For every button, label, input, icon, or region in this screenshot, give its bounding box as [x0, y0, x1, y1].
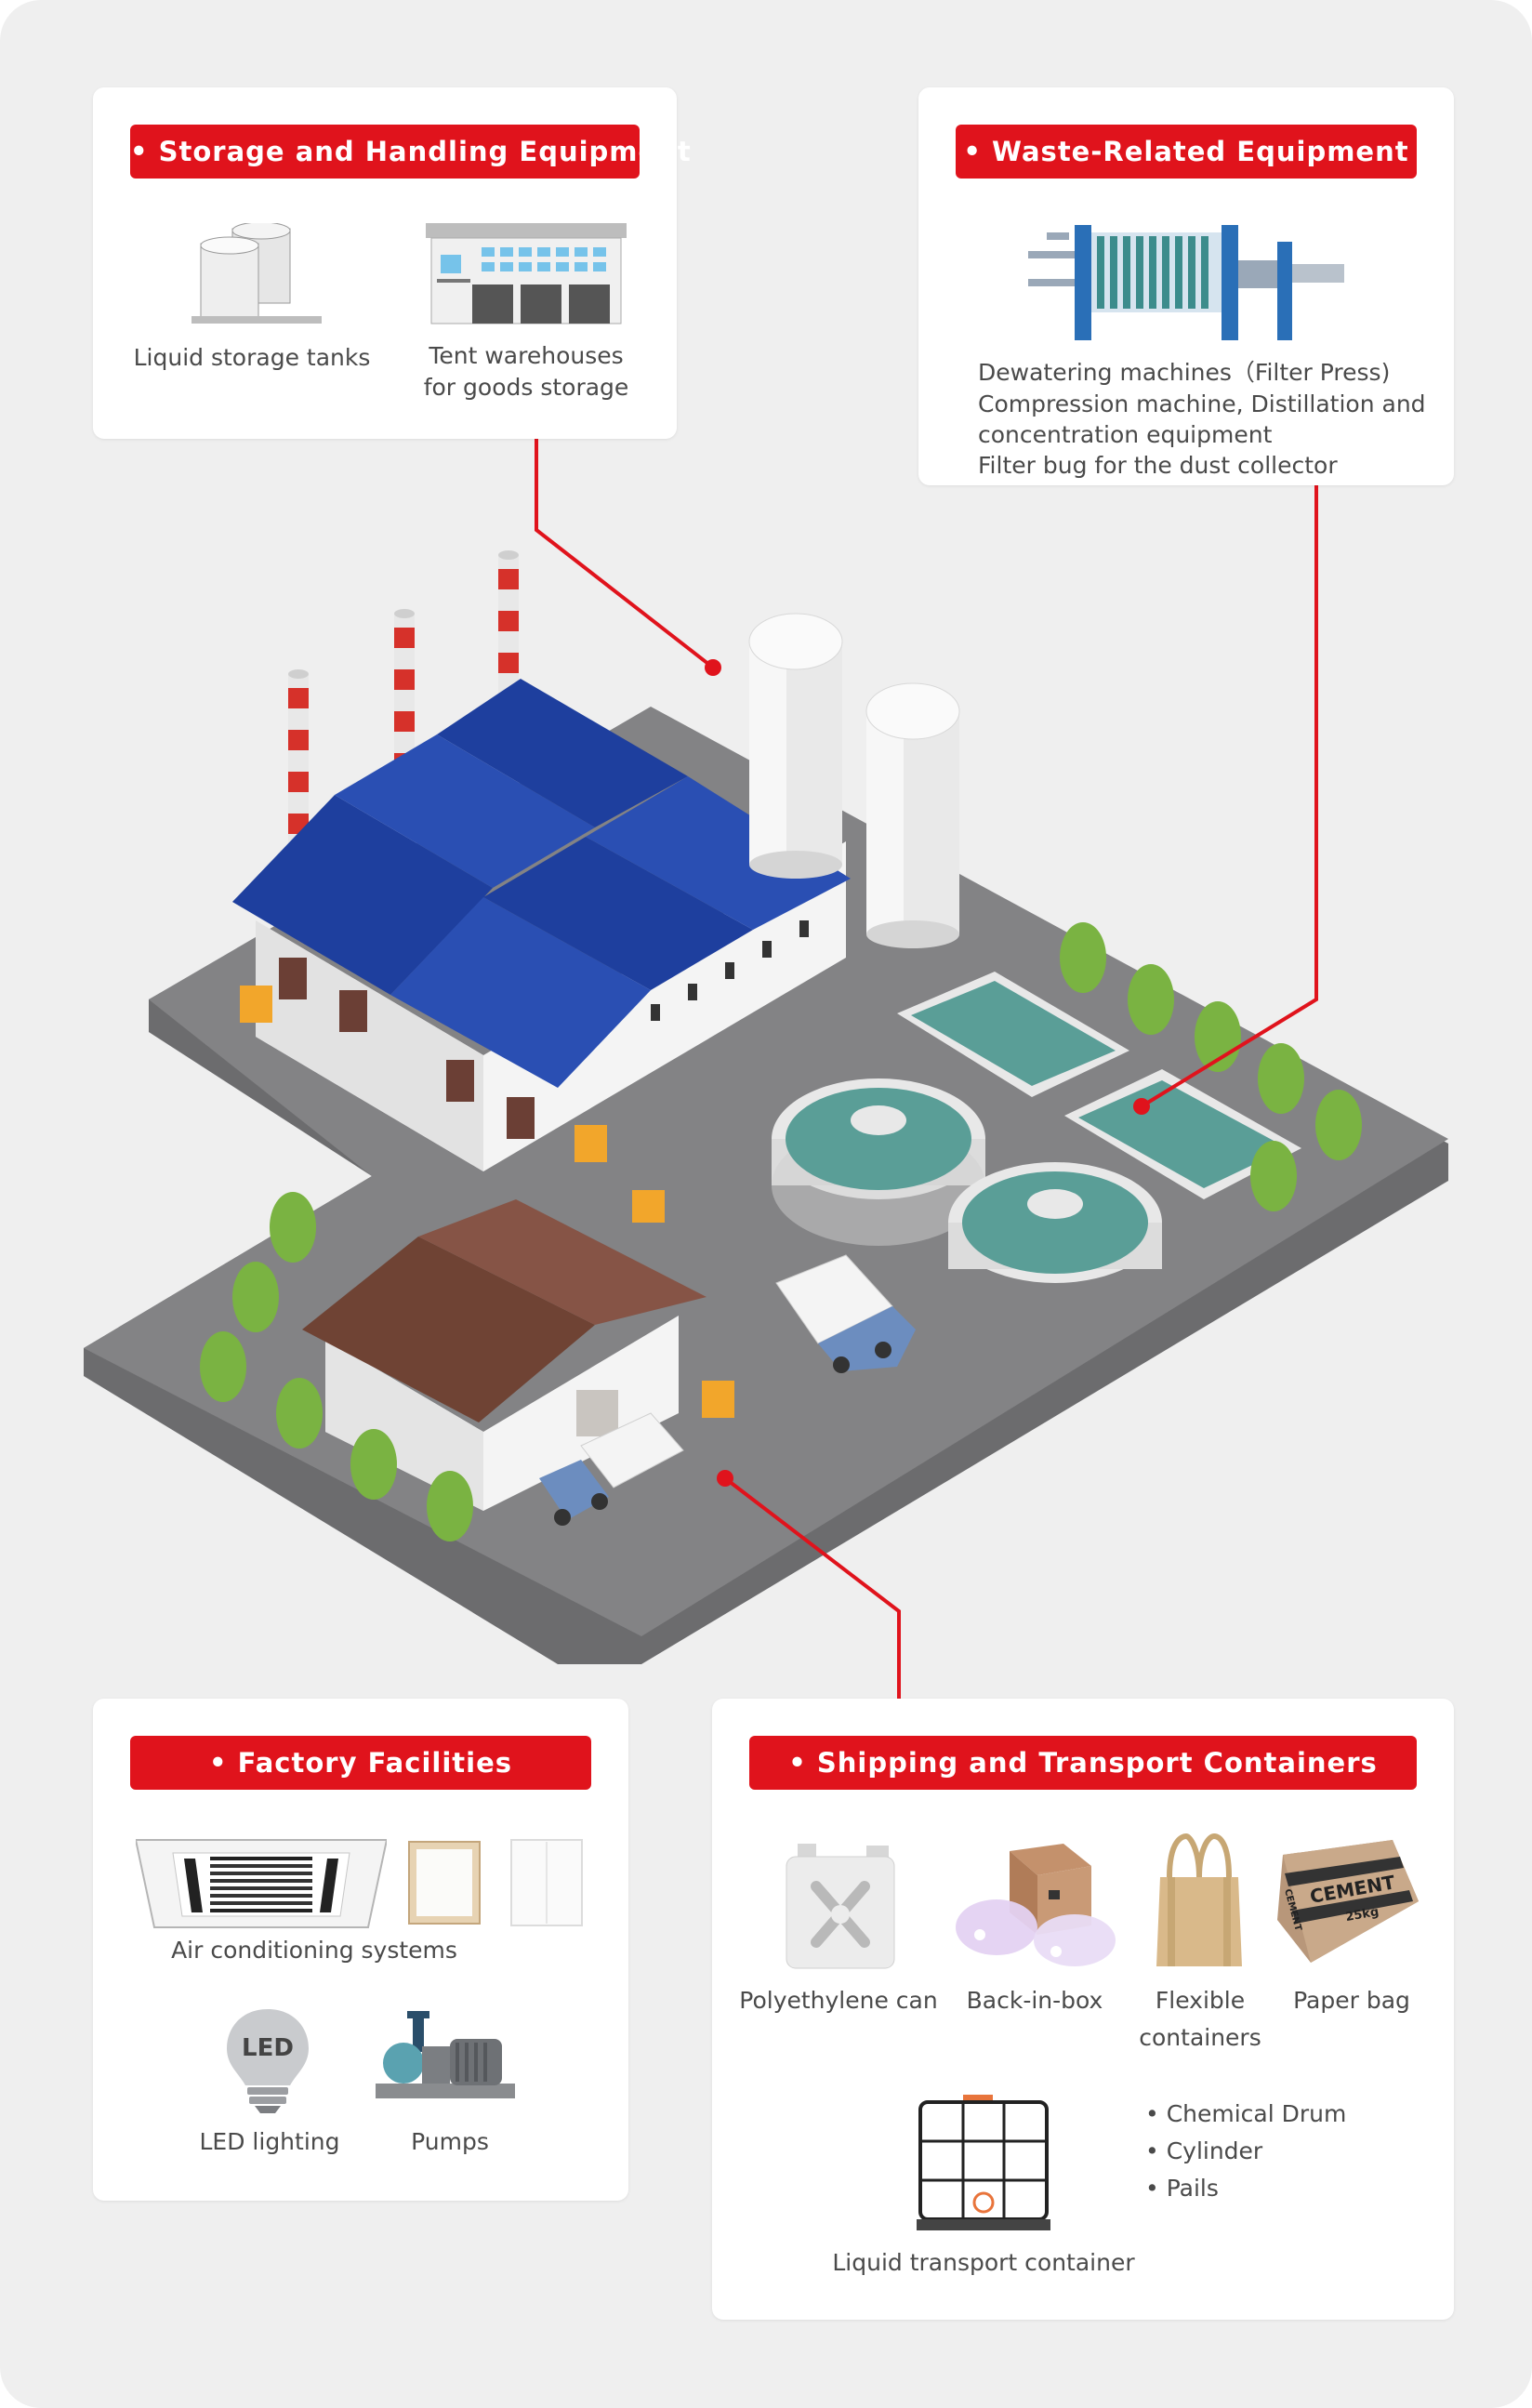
led-bulb-text: LED	[242, 2034, 294, 2062]
waste-title: • Waste-Related Equipment	[956, 125, 1417, 179]
polyethylene-can-label: Polyethylene can	[739, 1987, 938, 2014]
trees	[200, 922, 1362, 1541]
air-filter-panel-icon	[510, 1839, 583, 1926]
pump-icon	[376, 2011, 515, 2098]
liquid-storage-tanks-label: Liquid storage tanks	[133, 344, 371, 371]
led-bulb-icon: LED	[227, 2009, 309, 2113]
flexible-containers-label-line2: containers	[1139, 2024, 1261, 2051]
storage-title: • Storage and Handling Equipment	[130, 125, 691, 179]
air-conditioning-label: Air conditioning systems	[171, 1937, 457, 1964]
liquid-storage-tank-icon	[192, 223, 322, 324]
shipping-title: • Shipping and Transport Containers	[749, 1736, 1417, 1790]
tent-warehouses-label-line1: Tent warehouses	[429, 342, 624, 369]
storage-card: • Storage and Handling Equipment Liquid …	[93, 87, 691, 439]
connector-dot-waste	[1133, 1098, 1150, 1115]
waste-line-2: Compression machine, Distillation and	[978, 390, 1426, 417]
waste-line-3: concentration equipment	[978, 421, 1273, 448]
tent-warehouse-icon	[426, 223, 627, 324]
bullet-cylinder: • Cylinder	[1145, 2137, 1263, 2164]
connector-dot-shipping	[717, 1470, 733, 1487]
polyethylene-can-icon	[786, 1844, 895, 1969]
factory-title: • Factory Facilities	[130, 1736, 591, 1790]
waste-card: • Waste-Related Equipment Dewatering mac…	[918, 87, 1454, 485]
pumps-label: Pumps	[411, 2128, 489, 2155]
connector-lines	[535, 439, 1318, 1700]
shipping-card: • Shipping and Transport Containers Poly…	[712, 1699, 1454, 2320]
air-filter-frame-icon	[408, 1841, 481, 1925]
air-conditioner-icon	[136, 1839, 387, 1928]
water-treatment-tanks	[772, 972, 1301, 1283]
trucks	[539, 1254, 916, 1526]
warehouse-building	[302, 1199, 707, 1511]
flexible-containers-label-line1: Flexible	[1155, 1987, 1246, 2014]
led-lighting-label: LED lighting	[199, 2128, 340, 2155]
main-factory-building	[232, 679, 851, 1171]
tent-warehouses-label-line2: for goods storage	[423, 374, 629, 401]
filter-press-icon	[1028, 225, 1344, 340]
liquid-transport-container-icon	[917, 2095, 1050, 2230]
waste-line-4: Filter bug for the dust collector	[978, 452, 1338, 479]
factory-facilities-card: • Factory Facilities Air conditioning sy…	[93, 1699, 628, 2201]
silos	[748, 613, 960, 948]
forklifts	[240, 986, 734, 1418]
waste-line-1: Dewatering machines（Filter Press)	[978, 359, 1391, 386]
paper-bag-icon: CEMENT 25kg CEMENT	[1277, 1840, 1419, 1963]
flexible-container-icon	[1156, 1832, 1242, 1966]
paper-bag-weight: 25kg	[1344, 1905, 1380, 1925]
connector-dot-storage	[705, 659, 721, 676]
bag-in-box-label: Back-in-box	[966, 1987, 1103, 2014]
liquid-transport-container-label: Liquid transport container	[832, 2249, 1135, 2276]
bag-in-box-icon	[956, 1844, 1116, 1966]
paper-bag-label: Paper bag	[1293, 1987, 1410, 2014]
bullet-chemical-drum: • Chemical Drum	[1145, 2100, 1347, 2127]
bullet-pails: • Pails	[1145, 2175, 1219, 2202]
